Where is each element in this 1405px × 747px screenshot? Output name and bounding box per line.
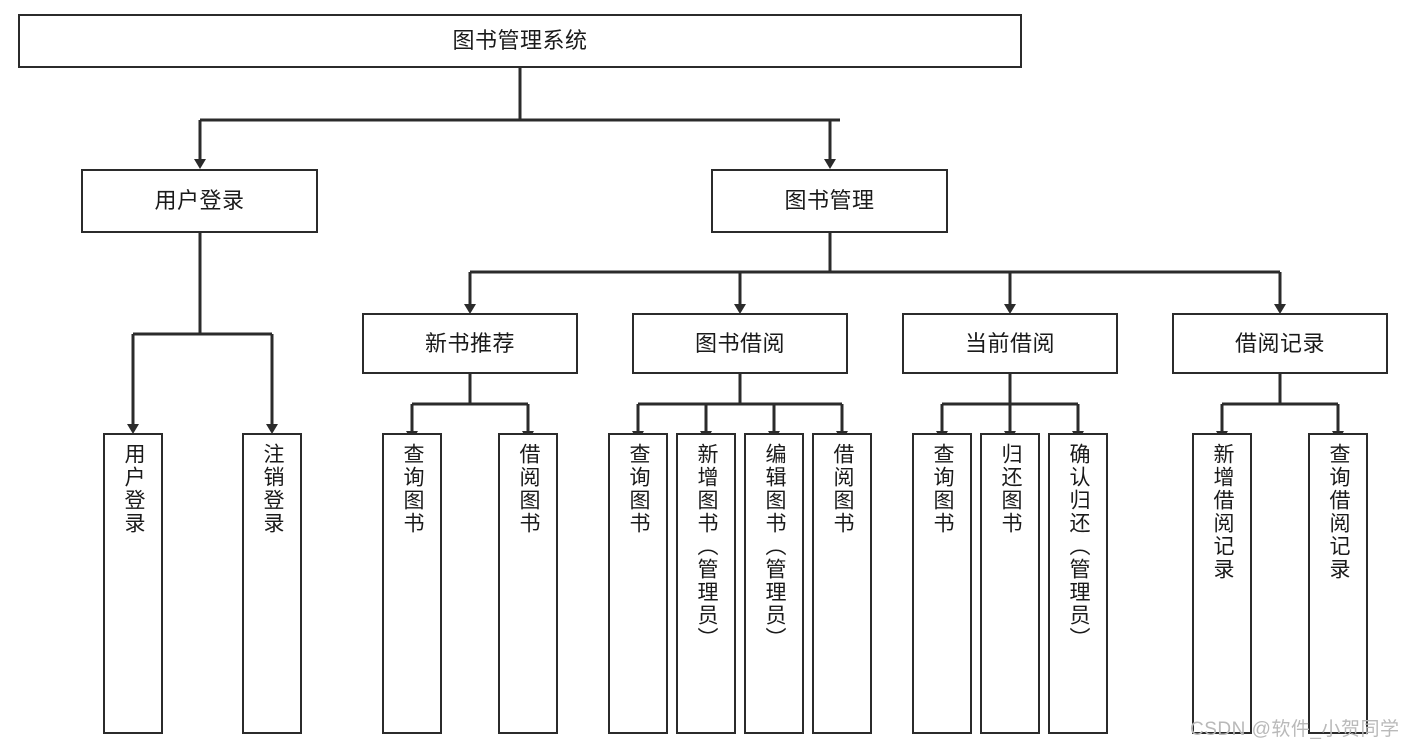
leaf-query-book-recommend[interactable]: 查询图书 xyxy=(382,433,442,734)
leaf-add-book-admin[interactable]: 新增图书（管理员） xyxy=(676,433,736,734)
csdn-watermark: CSDN @软件_小贺同学 xyxy=(1190,719,1400,740)
leaf-label: 用户登录 xyxy=(122,443,146,535)
leaf-query-book-current[interactable]: 查询图书 xyxy=(912,433,972,734)
leaf-label: 借阅图书 xyxy=(517,443,541,535)
leaf-label: 编辑图书（管理员） xyxy=(763,443,787,650)
leaf-label: 确认归还（管理员） xyxy=(1067,443,1091,650)
leaf-label: 查询图书 xyxy=(627,443,651,535)
node-label: 用户登录 xyxy=(154,188,245,214)
node-label: 图书借阅 xyxy=(694,330,785,356)
node-user-login[interactable]: 用户登录 xyxy=(81,169,318,233)
node-book-borrow[interactable]: 图书借阅 xyxy=(632,313,848,374)
leaf-user-login[interactable]: 用户登录 xyxy=(103,433,163,734)
node-label: 新书推荐 xyxy=(424,330,515,356)
leaf-label: 新增借阅记录 xyxy=(1211,443,1235,581)
node-current-borrow[interactable]: 当前借阅 xyxy=(902,313,1118,374)
leaf-label: 借阅图书 xyxy=(831,443,855,535)
node-label: 借阅记录 xyxy=(1234,330,1325,356)
node-root-book-management-system[interactable]: 图书管理系统 xyxy=(18,14,1022,68)
node-borrow-record[interactable]: 借阅记录 xyxy=(1172,313,1388,374)
node-label: 图书管理 xyxy=(784,188,875,214)
leaf-borrow-book-recommend[interactable]: 借阅图书 xyxy=(498,433,558,734)
node-book-management[interactable]: 图书管理 xyxy=(711,169,948,233)
leaf-label: 新增图书（管理员） xyxy=(695,443,719,650)
leaf-borrow-book[interactable]: 借阅图书 xyxy=(812,433,872,734)
leaf-add-borrow-record[interactable]: 新增借阅记录 xyxy=(1192,433,1252,734)
node-new-book-recommend[interactable]: 新书推荐 xyxy=(362,313,578,374)
leaf-label: 归还图书 xyxy=(999,443,1023,535)
leaf-label: 查询图书 xyxy=(401,443,425,535)
leaf-confirm-return-admin[interactable]: 确认归还（管理员） xyxy=(1048,433,1108,734)
node-label: 图书管理系统 xyxy=(452,28,588,54)
leaf-edit-book-admin[interactable]: 编辑图书（管理员） xyxy=(744,433,804,734)
node-label: 当前借阅 xyxy=(964,330,1055,356)
leaf-logout-login[interactable]: 注销登录 xyxy=(242,433,302,734)
leaf-query-borrow-record[interactable]: 查询借阅记录 xyxy=(1308,433,1368,734)
leaf-label: 注销登录 xyxy=(261,443,285,535)
leaf-label: 查询图书 xyxy=(931,443,955,535)
leaf-return-book[interactable]: 归还图书 xyxy=(980,433,1040,734)
leaf-query-book-borrow[interactable]: 查询图书 xyxy=(608,433,668,734)
leaf-label: 查询借阅记录 xyxy=(1327,443,1351,581)
